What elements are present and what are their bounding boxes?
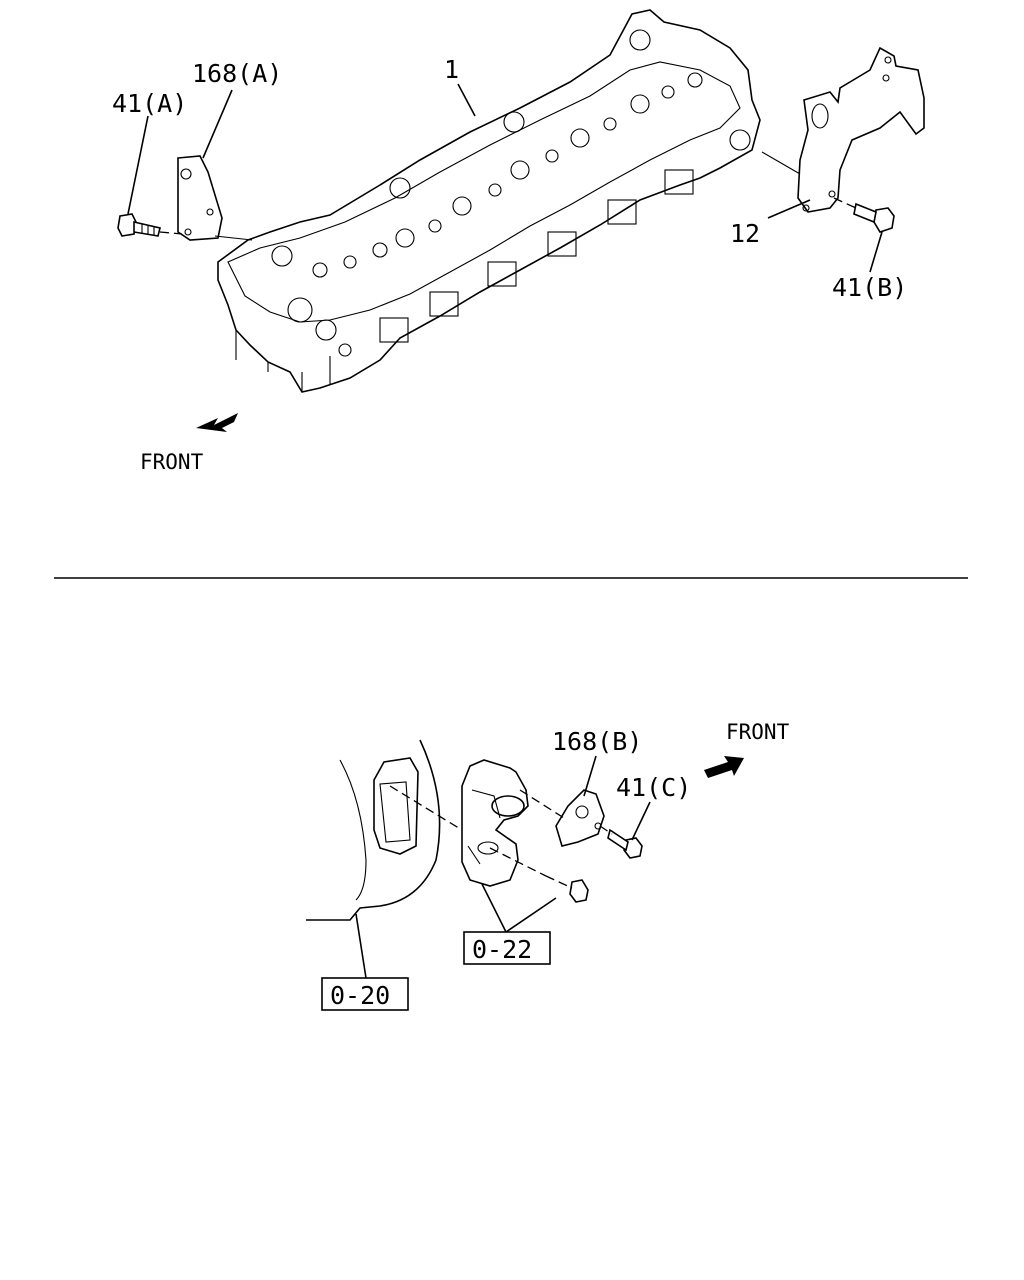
bolt-41b-axis bbox=[833, 197, 857, 209]
callout-1: 1 bbox=[444, 55, 459, 84]
bolt-41c bbox=[607, 828, 643, 859]
front-arrow-icon bbox=[196, 413, 238, 432]
lower-leaders bbox=[355, 755, 651, 979]
ref-0-22: 0-22 bbox=[472, 935, 532, 964]
callout-41b: 41(B) bbox=[832, 273, 907, 302]
callout-41c: 41(C) bbox=[616, 773, 691, 802]
upper-leaders bbox=[127, 83, 883, 273]
bracket-168b bbox=[555, 789, 605, 847]
ref-box-0-22 bbox=[463, 931, 551, 965]
flywheel-housing bbox=[306, 739, 441, 921]
lower-view: 0-22 0-20 168(B) 41(C) FRONT bbox=[306, 720, 790, 1011]
plate-12 bbox=[797, 46, 925, 213]
callout-168a: 168(A) bbox=[192, 59, 282, 88]
ref-box-0-20 bbox=[321, 977, 409, 1011]
port-windows bbox=[379, 169, 694, 343]
bracket-168a bbox=[177, 155, 223, 241]
ref-0-20: 0-20 bbox=[330, 981, 390, 1010]
bolt-41a bbox=[117, 213, 161, 237]
cam-towers bbox=[271, 29, 651, 267]
cylinder-head bbox=[217, 9, 761, 393]
callout-41a: 41(A) bbox=[112, 89, 187, 118]
callout-168b: 168(B) bbox=[552, 727, 642, 756]
bracket-168a-mount-line bbox=[214, 235, 253, 241]
bolt-41a-axis bbox=[159, 231, 183, 235]
engine-mount bbox=[461, 759, 529, 887]
upper-view: 1 168(A) 41(A) 12 41(B) FRONT bbox=[112, 9, 925, 474]
front-label-lower: FRONT bbox=[726, 720, 790, 744]
mount-bolt bbox=[545, 875, 589, 903]
front-label-upper: FRONT bbox=[140, 450, 204, 474]
bolt-41b bbox=[853, 202, 895, 233]
plate-12-mount-line bbox=[761, 151, 801, 175]
alignment-lines bbox=[389, 785, 613, 877]
front-arrow-icon bbox=[704, 756, 744, 778]
deck-holes bbox=[287, 72, 751, 357]
callout-12: 12 bbox=[730, 219, 760, 248]
